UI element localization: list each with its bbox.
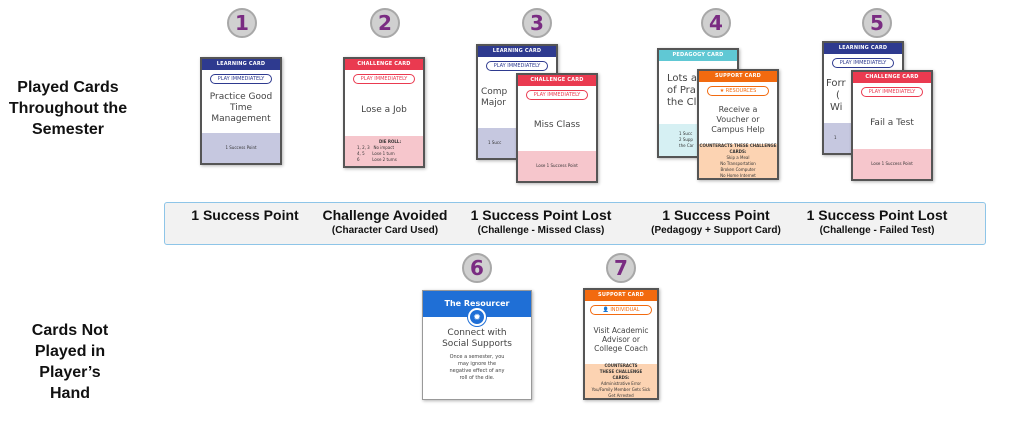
title-line: the Cla bbox=[667, 97, 703, 108]
footer-title: DIE ROLL: bbox=[378, 139, 402, 144]
card-header: SUPPORT CARD bbox=[585, 290, 657, 301]
card-title: Connect with Social Supports bbox=[442, 328, 512, 349]
card-header: LEARNING CARD bbox=[478, 46, 556, 57]
title-line: Lots a bbox=[667, 73, 697, 84]
card-header: CHALLENGE CARD bbox=[518, 75, 596, 86]
outcome-sub: (Challenge - Failed Test) bbox=[819, 225, 935, 236]
challenge-card-miss-class: CHALLENGE CARD PLAY IMMEDIATELY Miss Cla… bbox=[516, 73, 598, 183]
title-line: Forr bbox=[826, 78, 846, 89]
card-pill: 👤 INDIVIDUAL bbox=[590, 305, 652, 315]
card-header: LEARNING CARD bbox=[202, 59, 280, 70]
footer-line: You/Family Member Gets Sick bbox=[591, 387, 651, 392]
footer-line: Administrative Error bbox=[600, 381, 642, 386]
card-footer: 1 Success Point bbox=[202, 133, 280, 163]
footer-line: 1 Succ bbox=[679, 131, 693, 136]
support-card-voucher: SUPPORT CARD ★ RESOURCES Receive a Vouch… bbox=[697, 69, 779, 180]
title-line: Wi bbox=[830, 102, 843, 113]
card-title: Fail a Test bbox=[870, 117, 914, 128]
outcome-sub: (Challenge - Missed Class) bbox=[477, 225, 605, 236]
card-pill: PLAY IMMEDIATELY bbox=[210, 74, 272, 84]
footer-line: Broken Computer bbox=[720, 167, 756, 172]
card-footer: DIE ROLL: 1, 2, 3 No impact 4, 5 Lose 1 … bbox=[345, 136, 423, 166]
outcome-main: 1 Success Point bbox=[191, 207, 299, 223]
card-footer: Lose 1 Success Point bbox=[518, 151, 596, 181]
card-title: Lose a Job bbox=[361, 104, 407, 115]
card-footer: COUNTERACTS THESE CHALLENGE CARDS: Skip … bbox=[699, 143, 777, 178]
outcome-main: 1 Success Point Lost bbox=[470, 207, 612, 223]
step-number-4: 4 bbox=[701, 8, 731, 38]
title-line: of Pra bbox=[667, 85, 696, 96]
card-header: SUPPORT CARD bbox=[699, 71, 777, 82]
footer-line: 6 Lose 2 turns bbox=[357, 157, 397, 162]
footer-line: 4, 5 Lose 1 turn bbox=[357, 151, 395, 156]
outcome-1: 1 Success Point bbox=[165, 206, 325, 224]
card-title: Forr ( Wi bbox=[824, 68, 902, 123]
card-header: PEDAGOGY CARD bbox=[659, 50, 737, 61]
card-pill: PLAY IMMEDIATELY bbox=[832, 58, 894, 68]
footer-line: Skip a Meal bbox=[726, 155, 750, 160]
played-cards-label: Played Cards Throughout the Semester bbox=[8, 79, 128, 138]
card-title: Miss Class bbox=[533, 120, 581, 130]
step-number-6: 6 bbox=[462, 253, 492, 283]
outcome-main: Challenge Avoided bbox=[322, 207, 448, 223]
card-title: Practice Good Time Management bbox=[209, 92, 273, 124]
outcome-sub: (Pedagogy + Support Card) bbox=[651, 225, 781, 236]
footer-line: 2 Supp bbox=[679, 137, 693, 142]
footer-line: Get Arrested bbox=[608, 393, 634, 398]
resourcer-badge-icon: ✹ bbox=[468, 308, 486, 326]
card-footer: COUNTERACTS THESE CHALLENGE CARDS: Admin… bbox=[585, 363, 657, 398]
character-card-resourcer: The Resourcer ✹ Connect with Social Supp… bbox=[422, 290, 532, 400]
title-line: ( bbox=[836, 90, 840, 101]
card-body: Once a semester, you may ignore the nega… bbox=[449, 354, 505, 381]
footer-line: No Home Internet bbox=[720, 173, 756, 178]
step-number-7: 7 bbox=[606, 253, 636, 283]
card-title: Lots a of Pra the Cla bbox=[659, 61, 737, 124]
title-line: Major bbox=[481, 98, 506, 108]
footer-line: the Car bbox=[679, 143, 694, 148]
card-header: LEARNING CARD bbox=[824, 43, 902, 54]
outcome-timeline: 1 Success Point Challenge Avoided (Charac… bbox=[164, 202, 986, 245]
card-title: Comp Major bbox=[478, 71, 556, 128]
card-title: Receive a Voucher or Campus Help bbox=[711, 105, 765, 134]
step-number-1: 1 bbox=[227, 8, 257, 38]
footer-title: COUNTERACTS THESE CHALLENGE CARDS: bbox=[699, 143, 777, 154]
card-pill: PLAY IMMEDIATELY bbox=[526, 90, 588, 100]
challenge-card-lose-job: CHALLENGE CARD PLAY IMMEDIATELY Lose a J… bbox=[343, 57, 425, 168]
outcome-5: 1 Success Point Lost (Challenge - Failed … bbox=[797, 206, 957, 238]
card-pill: PLAY IMMEDIATELY bbox=[353, 74, 415, 84]
outcome-main: 1 Success Point Lost bbox=[806, 207, 948, 223]
card-footer: Lose 1 Success Point bbox=[853, 149, 931, 179]
outcome-main: 1 Success Point bbox=[662, 207, 770, 223]
card-pill: PLAY IMMEDIATELY bbox=[486, 61, 548, 71]
outcome-3: 1 Success Point Lost (Challenge - Missed … bbox=[461, 206, 621, 238]
title-line: Comp bbox=[481, 87, 508, 97]
step-number-2: 2 bbox=[370, 8, 400, 38]
footer-line: 1, 2, 3 No impact bbox=[357, 145, 395, 150]
card-pill: ★ RESOURCES bbox=[707, 86, 769, 96]
outcome-2: Challenge Avoided (Character Card Used) bbox=[305, 206, 465, 238]
card-header: CHALLENGE CARD bbox=[853, 72, 931, 83]
outcome-4: 1 Success Point (Pedagogy + Support Card) bbox=[636, 206, 796, 238]
step-number-5: 5 bbox=[862, 8, 892, 38]
footer-line: No Transportation bbox=[720, 161, 756, 166]
footer-title: COUNTERACTS THESE CHALLENGE CARDS: bbox=[599, 363, 643, 380]
card-header: CHALLENGE CARD bbox=[345, 59, 423, 70]
challenge-card-fail-test: CHALLENGE CARD PLAY IMMEDIATELY Fail a T… bbox=[851, 70, 933, 181]
card-title: Visit Academic Advisor or College Coach bbox=[593, 326, 649, 353]
not-played-label: Cards Not Played in Player’s Hand bbox=[31, 322, 109, 402]
support-card-advisor: SUPPORT CARD 👤 INDIVIDUAL Visit Academic… bbox=[583, 288, 659, 400]
outcome-sub: (Character Card Used) bbox=[331, 225, 439, 236]
learning-card-time-management: LEARNING CARD PLAY IMMEDIATELY Practice … bbox=[200, 57, 282, 165]
card-pill: PLAY IMMEDIATELY bbox=[861, 87, 923, 97]
step-number-3: 3 bbox=[522, 8, 552, 38]
